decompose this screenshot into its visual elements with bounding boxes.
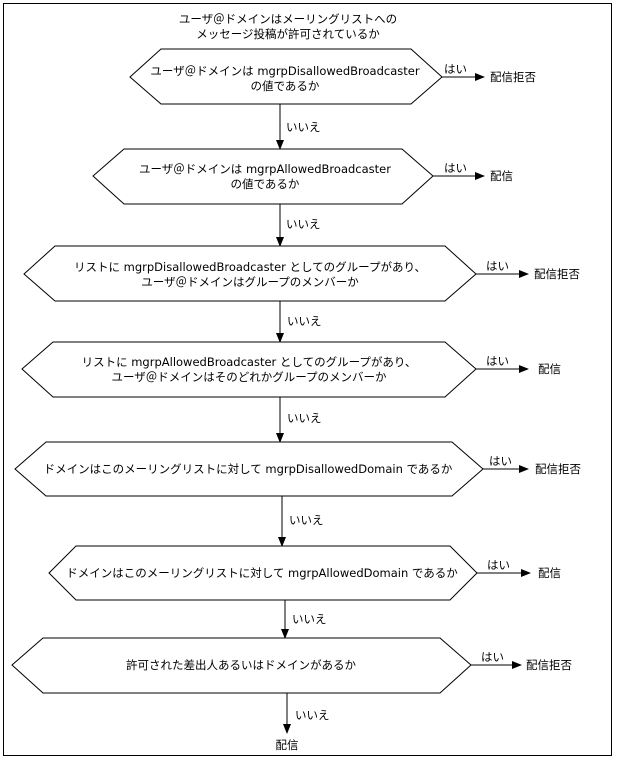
decision-1-text-line-2: の値であるか xyxy=(251,79,320,93)
decision-2-no-label: いいえ xyxy=(286,217,321,231)
decision-1: ユーザ＠ドメインは mgrpDisallowedBroadcaster の値であ… xyxy=(129,48,536,105)
decision-1-text-line-1: ユーザ＠ドメインは mgrpDisallowedBroadcaster xyxy=(150,64,419,78)
decision-2: ユーザ＠ドメインは mgrpAllowedBroadcaster の値であるか … xyxy=(92,148,513,205)
decision-1-yes-result: 配信拒否 xyxy=(490,70,536,84)
decision-5-yes-result: 配信拒否 xyxy=(535,462,581,476)
decision-4-no-label: いいえ xyxy=(287,411,322,425)
decision-7-yes-result: 配信拒否 xyxy=(526,658,572,672)
decision-3-text-line-1: リストに mgrpDisallowedBroadcaster としてのグループが… xyxy=(74,260,426,274)
decision-6-no-label: いいえ xyxy=(292,612,327,626)
decision-5: ドメインはこのメーリングリストに対して mgrpDisallowedDomain… xyxy=(14,441,581,497)
decision-2-text-line-1: ユーザ＠ドメインは mgrpAllowedBroadcaster xyxy=(139,162,391,176)
decision-6-yes-label: はい xyxy=(487,558,510,572)
decision-3: リストに mgrpDisallowedBroadcaster としてのグループが… xyxy=(23,245,580,302)
diagram-frame xyxy=(3,3,612,756)
decision-2-yes-label: はい xyxy=(444,161,467,175)
final-result: 配信 xyxy=(276,738,299,752)
decision-2-text-line-2: の値であるか xyxy=(231,177,300,191)
decision-4-text-line-1: リストに mgrpAllowedBroadcaster としてのグループがあり、 xyxy=(82,355,417,369)
decision-3-yes-label: はい xyxy=(486,259,509,273)
flowchart-title-line-2: メッセージ投稿が許可されているか xyxy=(196,27,380,41)
decision-6-yes-result: 配信 xyxy=(538,566,561,580)
decision-3-text-line-2: ユーザ＠ドメインはグループのメンバーか xyxy=(141,275,359,289)
decision-5-no-label: いいえ xyxy=(289,513,324,527)
decision-3-no-label: いいえ xyxy=(287,314,322,328)
decision-6: ドメインはこのメーリングリストに対して mgrpAllowedDomain であ… xyxy=(48,545,561,601)
decision-2-yes-result: 配信 xyxy=(490,169,513,183)
decision-7-text-line-1: 許可された差出人あるいはドメインがあるか xyxy=(126,658,356,672)
decision-3-yes-result: 配信拒否 xyxy=(534,267,580,281)
decision-4-yes-label: はい xyxy=(486,354,509,368)
decision-5-text-line-1: ドメインはこのメーリングリストに対して mgrpDisallowedDomain… xyxy=(44,462,453,476)
decision-6-text-line-1: ドメインはこのメーリングリストに対して mgrpAllowedDomain であ… xyxy=(66,566,458,580)
decision-5-yes-label: はい xyxy=(489,454,512,468)
decision-1-no-label: いいえ xyxy=(286,120,321,134)
decision-4-yes-result: 配信 xyxy=(538,362,561,376)
flowchart-title-line-1: ユーザ＠ドメインはメーリングリストへの xyxy=(179,12,397,26)
decision-1-yes-label: はい xyxy=(444,62,467,76)
decision-4-text-line-2: ユーザ＠ドメインはそのどれかグループのメンバーか xyxy=(111,370,387,384)
decision-7-yes-label: はい xyxy=(481,650,504,664)
decision-7: 許可された差出人あるいはドメインがあるか はい 配信拒否 xyxy=(11,637,572,694)
decision-7-no-label: いいえ xyxy=(295,708,330,722)
decision-4: リストに mgrpAllowedBroadcaster としてのグループがあり、… xyxy=(21,341,561,398)
